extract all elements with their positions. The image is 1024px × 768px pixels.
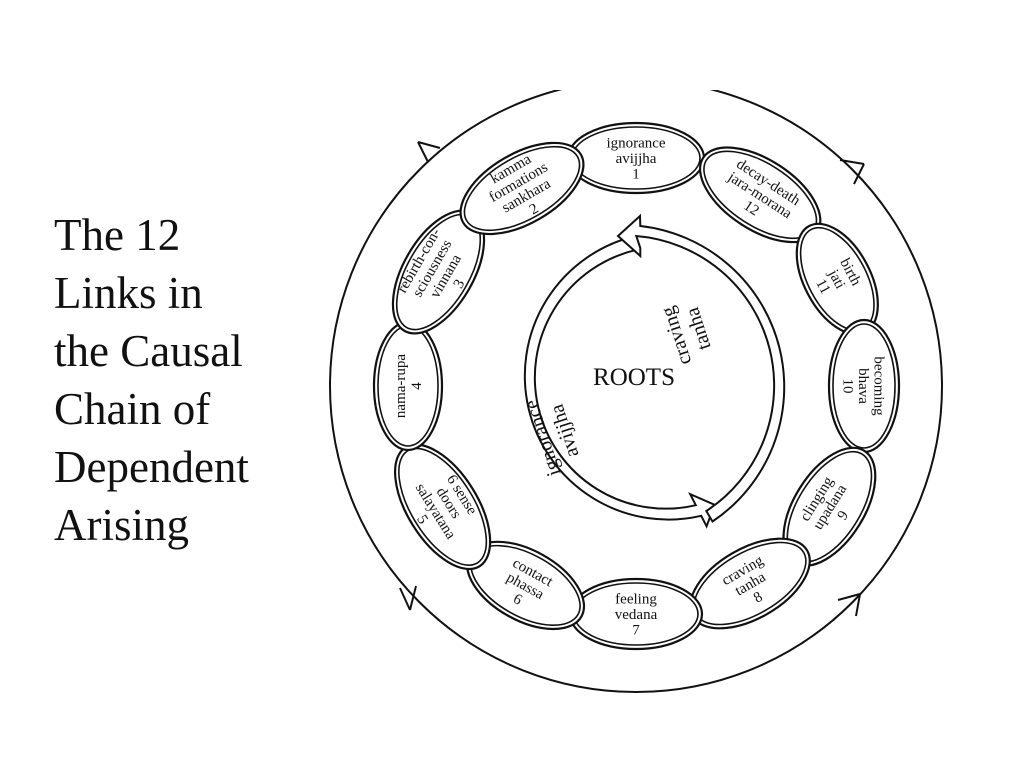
link-label-line: 1 — [632, 167, 640, 183]
roots-center: ROOTS craving tanha ignorance avijjha — [520, 213, 786, 529]
link-outer-oval — [459, 141, 585, 236]
inner-arrow-band — [616, 213, 786, 523]
ignorance-root-text: ignorance avijjha — [520, 397, 583, 479]
link-inner-oval — [832, 323, 896, 449]
roots-label: ROOTS — [593, 364, 675, 391]
link-label-line: bhava — [855, 368, 871, 404]
link-label-line: feeling — [615, 592, 657, 608]
outer-arrowhead — [399, 585, 417, 611]
link-label-line: 12 — [741, 198, 762, 220]
link-label-line: 4 — [409, 382, 425, 390]
link-label-line: nama-rupa — [393, 354, 409, 418]
link-label-line: 11 — [812, 277, 833, 297]
link-inner-oval — [463, 145, 581, 232]
title-line: Dependent — [54, 442, 249, 492]
title-line: Chain of — [54, 384, 211, 434]
link-label-line: becoming — [871, 356, 887, 416]
link-label-line: vedana — [615, 607, 658, 623]
slide-title: The 12 Links in the Causal Chain of Depe… — [54, 206, 294, 554]
title-line: The 12 — [54, 210, 181, 260]
outer-arrowhead — [837, 593, 861, 617]
title-line: Links in — [54, 268, 203, 318]
link-label-line: avijjha — [616, 151, 657, 167]
link-label-line: 7 — [632, 623, 640, 639]
title-line: the Causal — [54, 326, 243, 376]
link-label-line: 10 — [840, 379, 856, 394]
title-line: Arising — [54, 500, 189, 550]
craving-root-text: craving tanha — [657, 304, 716, 368]
outer-circle — [329, 90, 943, 693]
link-label-line: ignorance — [606, 136, 665, 152]
outer-ring — [329, 90, 943, 693]
outer-arrowhead — [417, 141, 441, 163]
outer-arrowhead — [839, 159, 865, 185]
